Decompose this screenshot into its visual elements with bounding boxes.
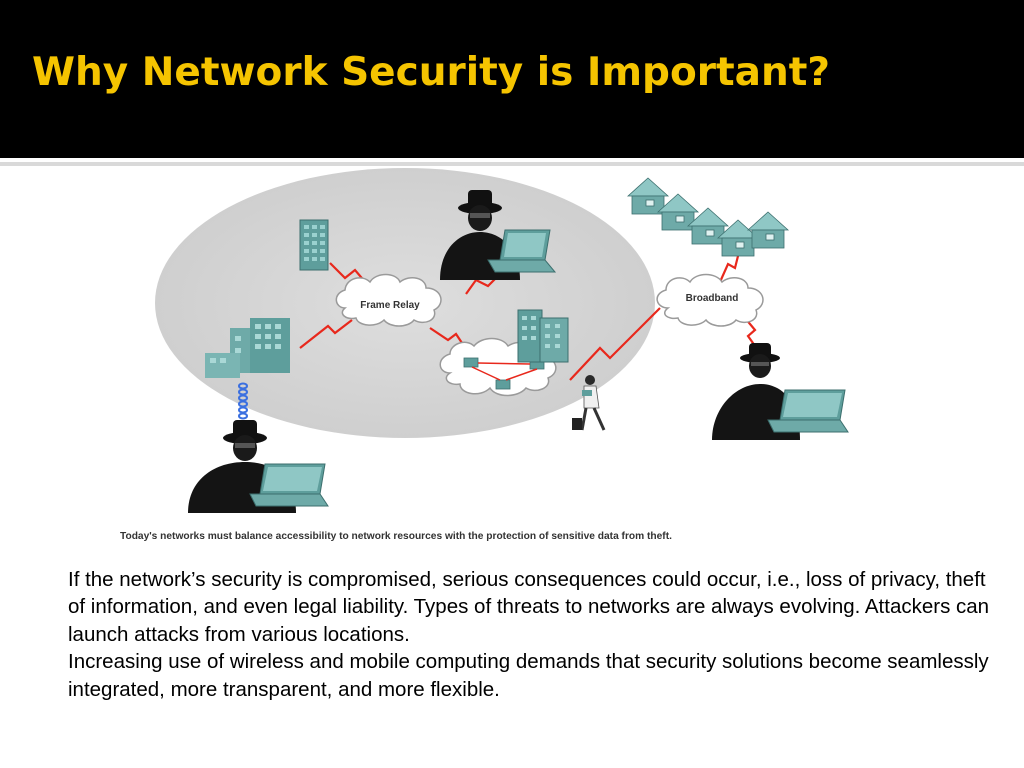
body-paragraph-2: Increasing use of wireless and mobile co…	[68, 650, 989, 701]
laptop-icon	[767, 389, 849, 433]
office-complex-icon	[205, 318, 290, 378]
broadband-label: Broadband	[686, 293, 739, 304]
link-hacker-framerelay	[465, 275, 499, 295]
title-bar: Why Network Security is Important?	[0, 0, 1024, 158]
network-diagram: Frame Relay	[120, 168, 849, 542]
diagram-caption: Today's networks must balance accessibil…	[120, 531, 672, 542]
slide-title: Why Network Security is Important?	[32, 50, 830, 95]
title-divider	[0, 162, 1024, 166]
house-icon	[626, 177, 790, 257]
lan-links	[471, 362, 538, 381]
link-framerelay-bldg2	[299, 319, 353, 349]
laptop-icon	[249, 463, 329, 507]
body-paragraph-1: If the network’s security is compromised…	[68, 568, 990, 646]
mobile-user-icon	[572, 375, 606, 431]
link-lan-broadband	[569, 307, 661, 381]
office-building-icon	[299, 219, 329, 271]
frame-relay-cloud-icon	[335, 273, 442, 327]
broadband-cloud-icon	[656, 273, 764, 327]
wireless-link-icon	[238, 382, 248, 420]
frame-relay-label: Frame Relay	[360, 300, 420, 311]
data-center-icon	[517, 309, 569, 363]
laptop-icon	[487, 229, 557, 273]
link-houses-broadband	[718, 247, 742, 283]
body-text: If the network’s security is compromised…	[68, 566, 1008, 703]
